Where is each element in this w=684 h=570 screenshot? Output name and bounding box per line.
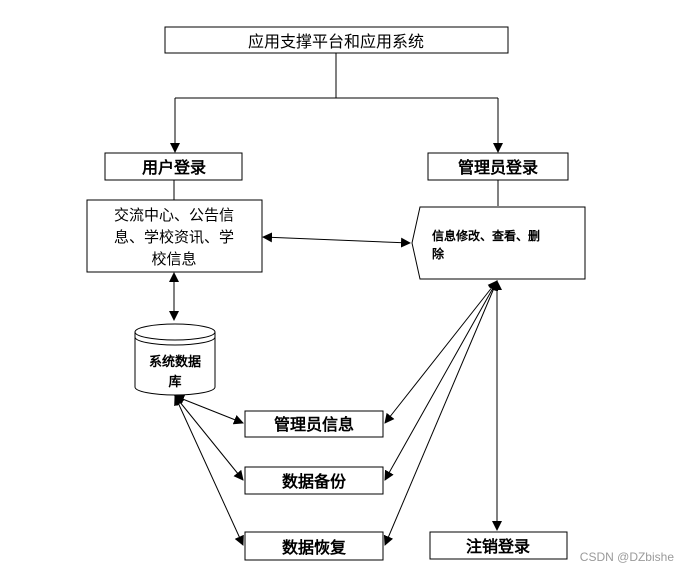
user-functions-node: 交流中心、公告信 息、学校资讯、学 校信息 [86, 199, 263, 273]
data-restore-text: 数据恢复 [282, 538, 347, 557]
data-backup-node: 数据备份 [244, 466, 384, 495]
watermark: CSDN @DZbishe [579, 550, 674, 564]
logout-node: 注销登录 [429, 531, 568, 560]
data-backup-text: 数据备份 [282, 472, 347, 491]
logout-text: 注销登录 [466, 537, 530, 556]
db-backup-arrow [174, 395, 244, 481]
data-restore-node: 数据恢复 [244, 531, 384, 561]
platform-title-node: 应用支撑平台和应用系统 [164, 26, 509, 54]
user-functions-line-2: 息、学校资讯、学 [114, 228, 234, 246]
admin-functions-line-1: 信息修改、查看、删 [432, 228, 540, 243]
db-restore-arrow [174, 395, 244, 546]
top-branch-connector [170, 53, 503, 153]
admin-login-node: 管理员登录 [427, 152, 569, 181]
platform-title-text: 应用支撑平台和应用系统 [248, 32, 424, 51]
user-functions-line-1: 交流中心、公告信 [114, 206, 234, 224]
admin-to-backup-arrow [384, 280, 498, 481]
admin-functions-line-2: 除 [432, 246, 445, 261]
admin-info-text: 管理员信息 [274, 415, 354, 434]
database-node: 系统数据 库 [134, 323, 216, 396]
admin-functions-node: 信息修改、查看、删 除 [411, 206, 586, 280]
admin-to-restore-arrow [383, 280, 499, 546]
user-login-text: 用户登录 [142, 158, 206, 177]
admin-info-node: 管理员信息 [244, 410, 384, 438]
user-functions-line-3: 校信息 [151, 250, 196, 268]
admin-to-info-arrow [384, 280, 498, 424]
admin-login-text: 管理员登录 [458, 158, 538, 177]
database-line-1: 系统数据 [149, 354, 201, 370]
database-line-2: 库 [168, 374, 181, 390]
user-login-node: 用户登录 [104, 152, 243, 181]
user-admin-link-arrow [262, 232, 411, 248]
